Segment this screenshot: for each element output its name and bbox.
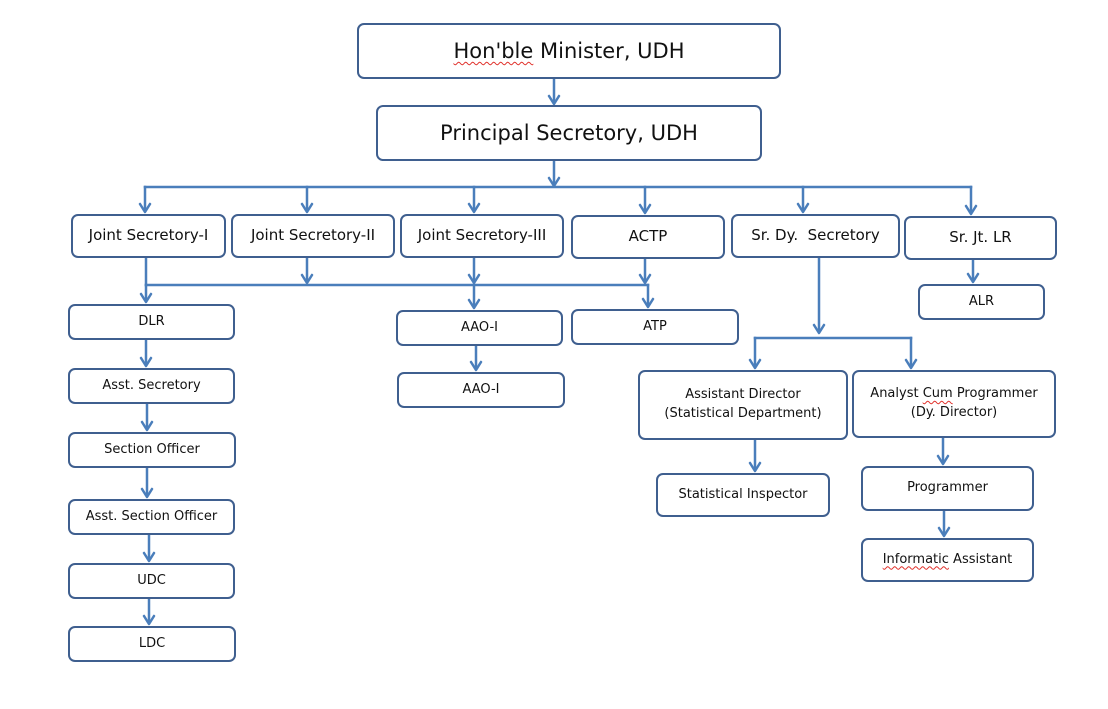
arrow-ad-to-statistical-inspector-head: [748, 461, 762, 473]
alr-label: ALR: [968, 293, 995, 309]
statistical-inspector-label: Statistical Inspector: [678, 486, 808, 502]
informatic-marked: Informatic: [882, 551, 949, 567]
dlr-label: DLR: [138, 313, 165, 329]
arrow-srjt-to-alr-head: [966, 272, 980, 284]
node-joint-secretary-1: Joint Secretory-I: [71, 214, 226, 258]
asst-secretary-label: Asst. Secretory: [102, 377, 201, 393]
node-analyst-cum-programmer: Analyst Cum Programmer (Dy. Director): [852, 370, 1056, 438]
node-alr: ALR: [918, 284, 1045, 320]
arrow-analyst-to-programmer-head: [936, 454, 950, 466]
joint-secretary-2-label: Joint Secretory-II: [250, 226, 376, 245]
minister-text-marked: Hon'ble: [453, 38, 534, 63]
aao-1-lower-label: AAO-I: [462, 381, 500, 397]
sr-dy-secretary-label: Sr. Dy. Secretory: [751, 226, 880, 245]
node-actp: ACTP: [571, 215, 725, 259]
node-honble-minister: Hon'ble Minister, UDH: [357, 23, 781, 79]
node-statistical-inspector: Statistical Inspector: [656, 473, 830, 517]
arrow-js3-to-bus3-head: [467, 273, 481, 285]
arrow-to-assistant-director-head: [748, 358, 762, 370]
udc-label: UDC: [137, 572, 166, 588]
assistant-director-line1: Assistant Director: [685, 387, 801, 403]
programmer-label: Programmer: [907, 480, 988, 496]
arrow-dlr-to-asst-secretary-head: [139, 356, 153, 368]
node-asst-section-officer: Asst. Section Officer: [68, 499, 235, 535]
node-dlr: DLR: [68, 304, 235, 340]
arrow-bus-to-srdy-head: [796, 202, 810, 214]
node-udc: UDC: [68, 563, 235, 599]
node-sr-dy-secretary: Sr. Dy. Secretory: [731, 214, 900, 258]
arrow-section-officer-to-aso-head: [140, 487, 154, 499]
joint-secretary-1-label: Joint Secretory-I: [88, 226, 209, 245]
node-assistant-director: Assistant Director (Statistical Departme…: [638, 370, 848, 440]
aao-1-upper-label: AAO-I: [460, 319, 499, 335]
atp-label: ATP: [643, 318, 667, 334]
node-aao-1-upper: AAO-I: [396, 310, 563, 346]
arrow-bus3-to-dlr-head: [139, 292, 153, 304]
arrow-srdy-down-head: [812, 323, 826, 335]
analyst-line1-marked: Cum: [922, 386, 953, 402]
asst-section-officer-label: Asst. Section Officer: [85, 508, 218, 524]
node-principal-secretary: Principal Secretory, UDH: [376, 105, 762, 161]
arrow-minister-to-principal-head: [547, 94, 561, 106]
node-ldc: LDC: [68, 626, 236, 662]
node-joint-secretary-3: Joint Secretory-III: [400, 214, 564, 258]
arrow-bus-to-js1-head: [138, 202, 152, 214]
arrow-actp-to-bus3-head: [638, 273, 652, 285]
arrow-bus-to-srjt-head: [964, 204, 978, 216]
arrow-bus-to-actp-head: [638, 203, 652, 215]
arrow-programmer-to-informatic-head: [937, 526, 951, 538]
arrow-bus3-to-atp-head: [641, 297, 655, 309]
node-joint-secretary-2: Joint Secretory-II: [231, 214, 395, 258]
arrow-bus-to-js2-head: [300, 202, 314, 214]
node-sr-jt-lr: Sr. Jt. LR: [904, 216, 1057, 260]
arrow-to-analyst-head: [904, 358, 918, 370]
node-section-officer: Section Officer: [68, 432, 236, 468]
section-officer-label: Section Officer: [104, 441, 200, 457]
sr-jt-lr-label: Sr. Jt. LR: [949, 228, 1012, 247]
node-atp: ATP: [571, 309, 739, 345]
minister-text-after: Minister, UDH: [533, 38, 685, 63]
arrow-aao-to-aao-head: [469, 360, 483, 372]
arrow-udc-to-ldc-head: [142, 614, 156, 626]
node-informatic-assistant: Informatic Assistant: [861, 538, 1034, 582]
joint-secretary-3-label: Joint Secretory-III: [417, 226, 547, 245]
ldc-label: LDC: [138, 635, 166, 651]
analyst-line1-before: Analyst: [870, 386, 923, 402]
arrow-aso-to-udc-head: [142, 551, 156, 563]
arrow-bus3-to-aao-head: [467, 298, 481, 310]
analyst-line1-after: Programmer: [952, 386, 1038, 402]
arrow-bus-to-js3-head: [467, 202, 481, 214]
node-aao-1-lower: AAO-I: [397, 372, 565, 408]
actp-label: ACTP: [628, 227, 668, 246]
assistant-director-line2: (Statistical Department): [664, 406, 822, 421]
analyst-line2: (Dy. Director): [910, 405, 998, 420]
node-asst-secretary: Asst. Secretory: [68, 368, 235, 404]
node-programmer: Programmer: [861, 466, 1034, 511]
arrow-asst-secretary-to-section-officer-head: [140, 420, 154, 432]
principal-secretary-label: Principal Secretory, UDH: [440, 120, 698, 145]
informatic-after: Assistant: [948, 551, 1013, 567]
arrow-js2-to-bus3-head: [300, 273, 314, 285]
